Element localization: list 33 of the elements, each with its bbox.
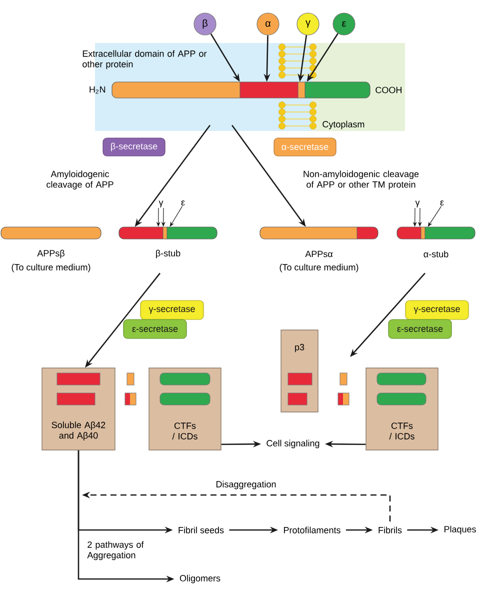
caption-text: APPsα bbox=[305, 250, 333, 258]
enzyme-label: γ-secretase bbox=[405, 300, 469, 320]
enzyme-label: α-secretase bbox=[274, 138, 336, 156]
caption-text: APPsβ bbox=[37, 250, 64, 258]
protein-bar bbox=[112, 82, 370, 98]
fragment-box: Soluble Aβ42 and Aβ40 bbox=[42, 368, 116, 450]
stage-text: γ bbox=[415, 200, 420, 208]
label-text: Non-amyloidogenic cleavage of APP or other TM protein bbox=[304, 170, 419, 190]
fragment-box: CTFs / ICDs bbox=[148, 368, 222, 450]
label-text: 2 pathways of Aggregation bbox=[87, 541, 144, 560]
stage-text: Plaques bbox=[444, 526, 476, 534]
stage-text: Oligomers bbox=[180, 574, 220, 584]
enzyme-label: β-secretase bbox=[102, 138, 166, 156]
stage-text: Fibrils bbox=[378, 526, 402, 534]
fragment-box: CTFs / ICDs bbox=[366, 368, 438, 450]
enzyme-label: ε-secretase bbox=[388, 319, 452, 339]
stage-text: Fibril seeds bbox=[178, 526, 224, 534]
stage-text: γ bbox=[158, 200, 164, 208]
caption-text: (To culture medium) bbox=[12, 264, 90, 272]
stage-text: Cell signaling bbox=[266, 440, 320, 448]
fragment-box: p3 bbox=[280, 330, 318, 412]
caption-text: α-stub bbox=[424, 250, 448, 258]
enzyme-label: ε-secretase bbox=[123, 319, 187, 339]
caption-text: (To culture medium) bbox=[280, 264, 358, 272]
caption-text: β-stub bbox=[156, 250, 180, 258]
label-text: Cytoplasm bbox=[322, 120, 364, 130]
stage-text: ε bbox=[181, 200, 185, 206]
enzyme-label: γ-secretase bbox=[140, 300, 204, 320]
label-text: Extracellular domain of APP or other protein bbox=[82, 50, 207, 70]
stage-text: ε bbox=[440, 200, 444, 206]
stage-text: Protofilaments bbox=[284, 526, 340, 534]
label-text: Amyloidogenic cleavage of APP bbox=[46, 170, 114, 190]
edge-label: Disaggregation bbox=[214, 480, 278, 490]
